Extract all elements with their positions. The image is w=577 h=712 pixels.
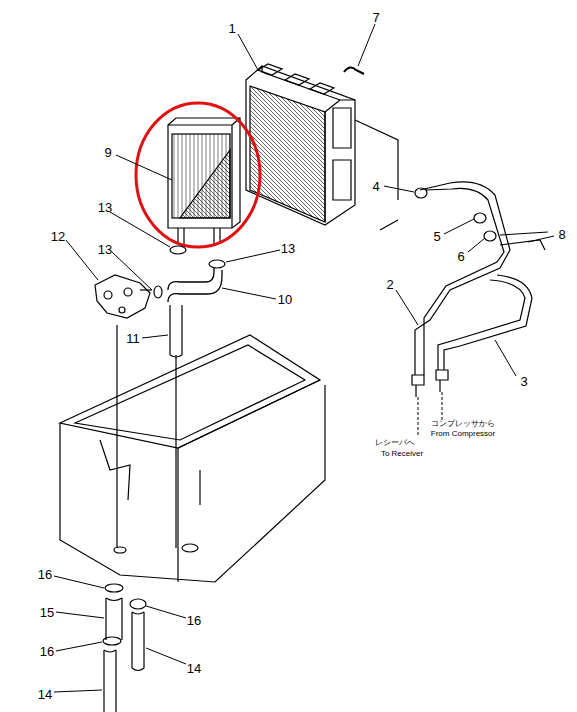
direction-note: From Compressor xyxy=(431,430,495,438)
highlight-circle xyxy=(136,103,260,247)
callout-number: 11 xyxy=(126,332,140,345)
heater-hose xyxy=(168,268,222,302)
refrigerant-pipe xyxy=(412,182,548,397)
callout-number: 7 xyxy=(372,11,379,24)
callout-number: 16 xyxy=(38,568,52,581)
callout-number: 3 xyxy=(520,375,527,388)
callout-number: 12 xyxy=(51,230,65,243)
callout-number: 9 xyxy=(104,146,111,159)
heater-core xyxy=(168,118,240,244)
evaporator-unit xyxy=(246,64,398,230)
hose-clamp xyxy=(154,286,162,298)
heater-box xyxy=(60,325,325,582)
callout-number: 5 xyxy=(433,230,440,243)
leader-line xyxy=(54,24,554,692)
callout-number: 13 xyxy=(98,201,112,214)
callout-number: 4 xyxy=(372,180,379,193)
hose-clamp xyxy=(170,246,186,254)
callout-number: 2 xyxy=(386,278,393,291)
callout-number: 13 xyxy=(98,243,112,256)
callout-number: 14 xyxy=(38,688,52,701)
callout-number: 1 xyxy=(228,22,235,35)
callout-number: 8 xyxy=(558,228,565,241)
direction-note: コンプレッサから xyxy=(431,420,495,428)
callout-number: 13 xyxy=(281,242,295,255)
callout-number: 16 xyxy=(40,645,54,658)
sensor-wire xyxy=(344,67,364,74)
callout-number: 15 xyxy=(40,606,54,619)
drain-hose xyxy=(103,584,146,712)
callout-number: 14 xyxy=(187,662,201,675)
callout-number: 6 xyxy=(457,250,464,263)
callout-number: 10 xyxy=(278,293,292,306)
direction-note: レシーバへ xyxy=(375,439,415,447)
direction-note: To Receiver xyxy=(381,450,423,458)
hose-clamp xyxy=(209,260,225,268)
callout-number: 16 xyxy=(187,614,201,627)
heater-hose xyxy=(170,305,182,357)
